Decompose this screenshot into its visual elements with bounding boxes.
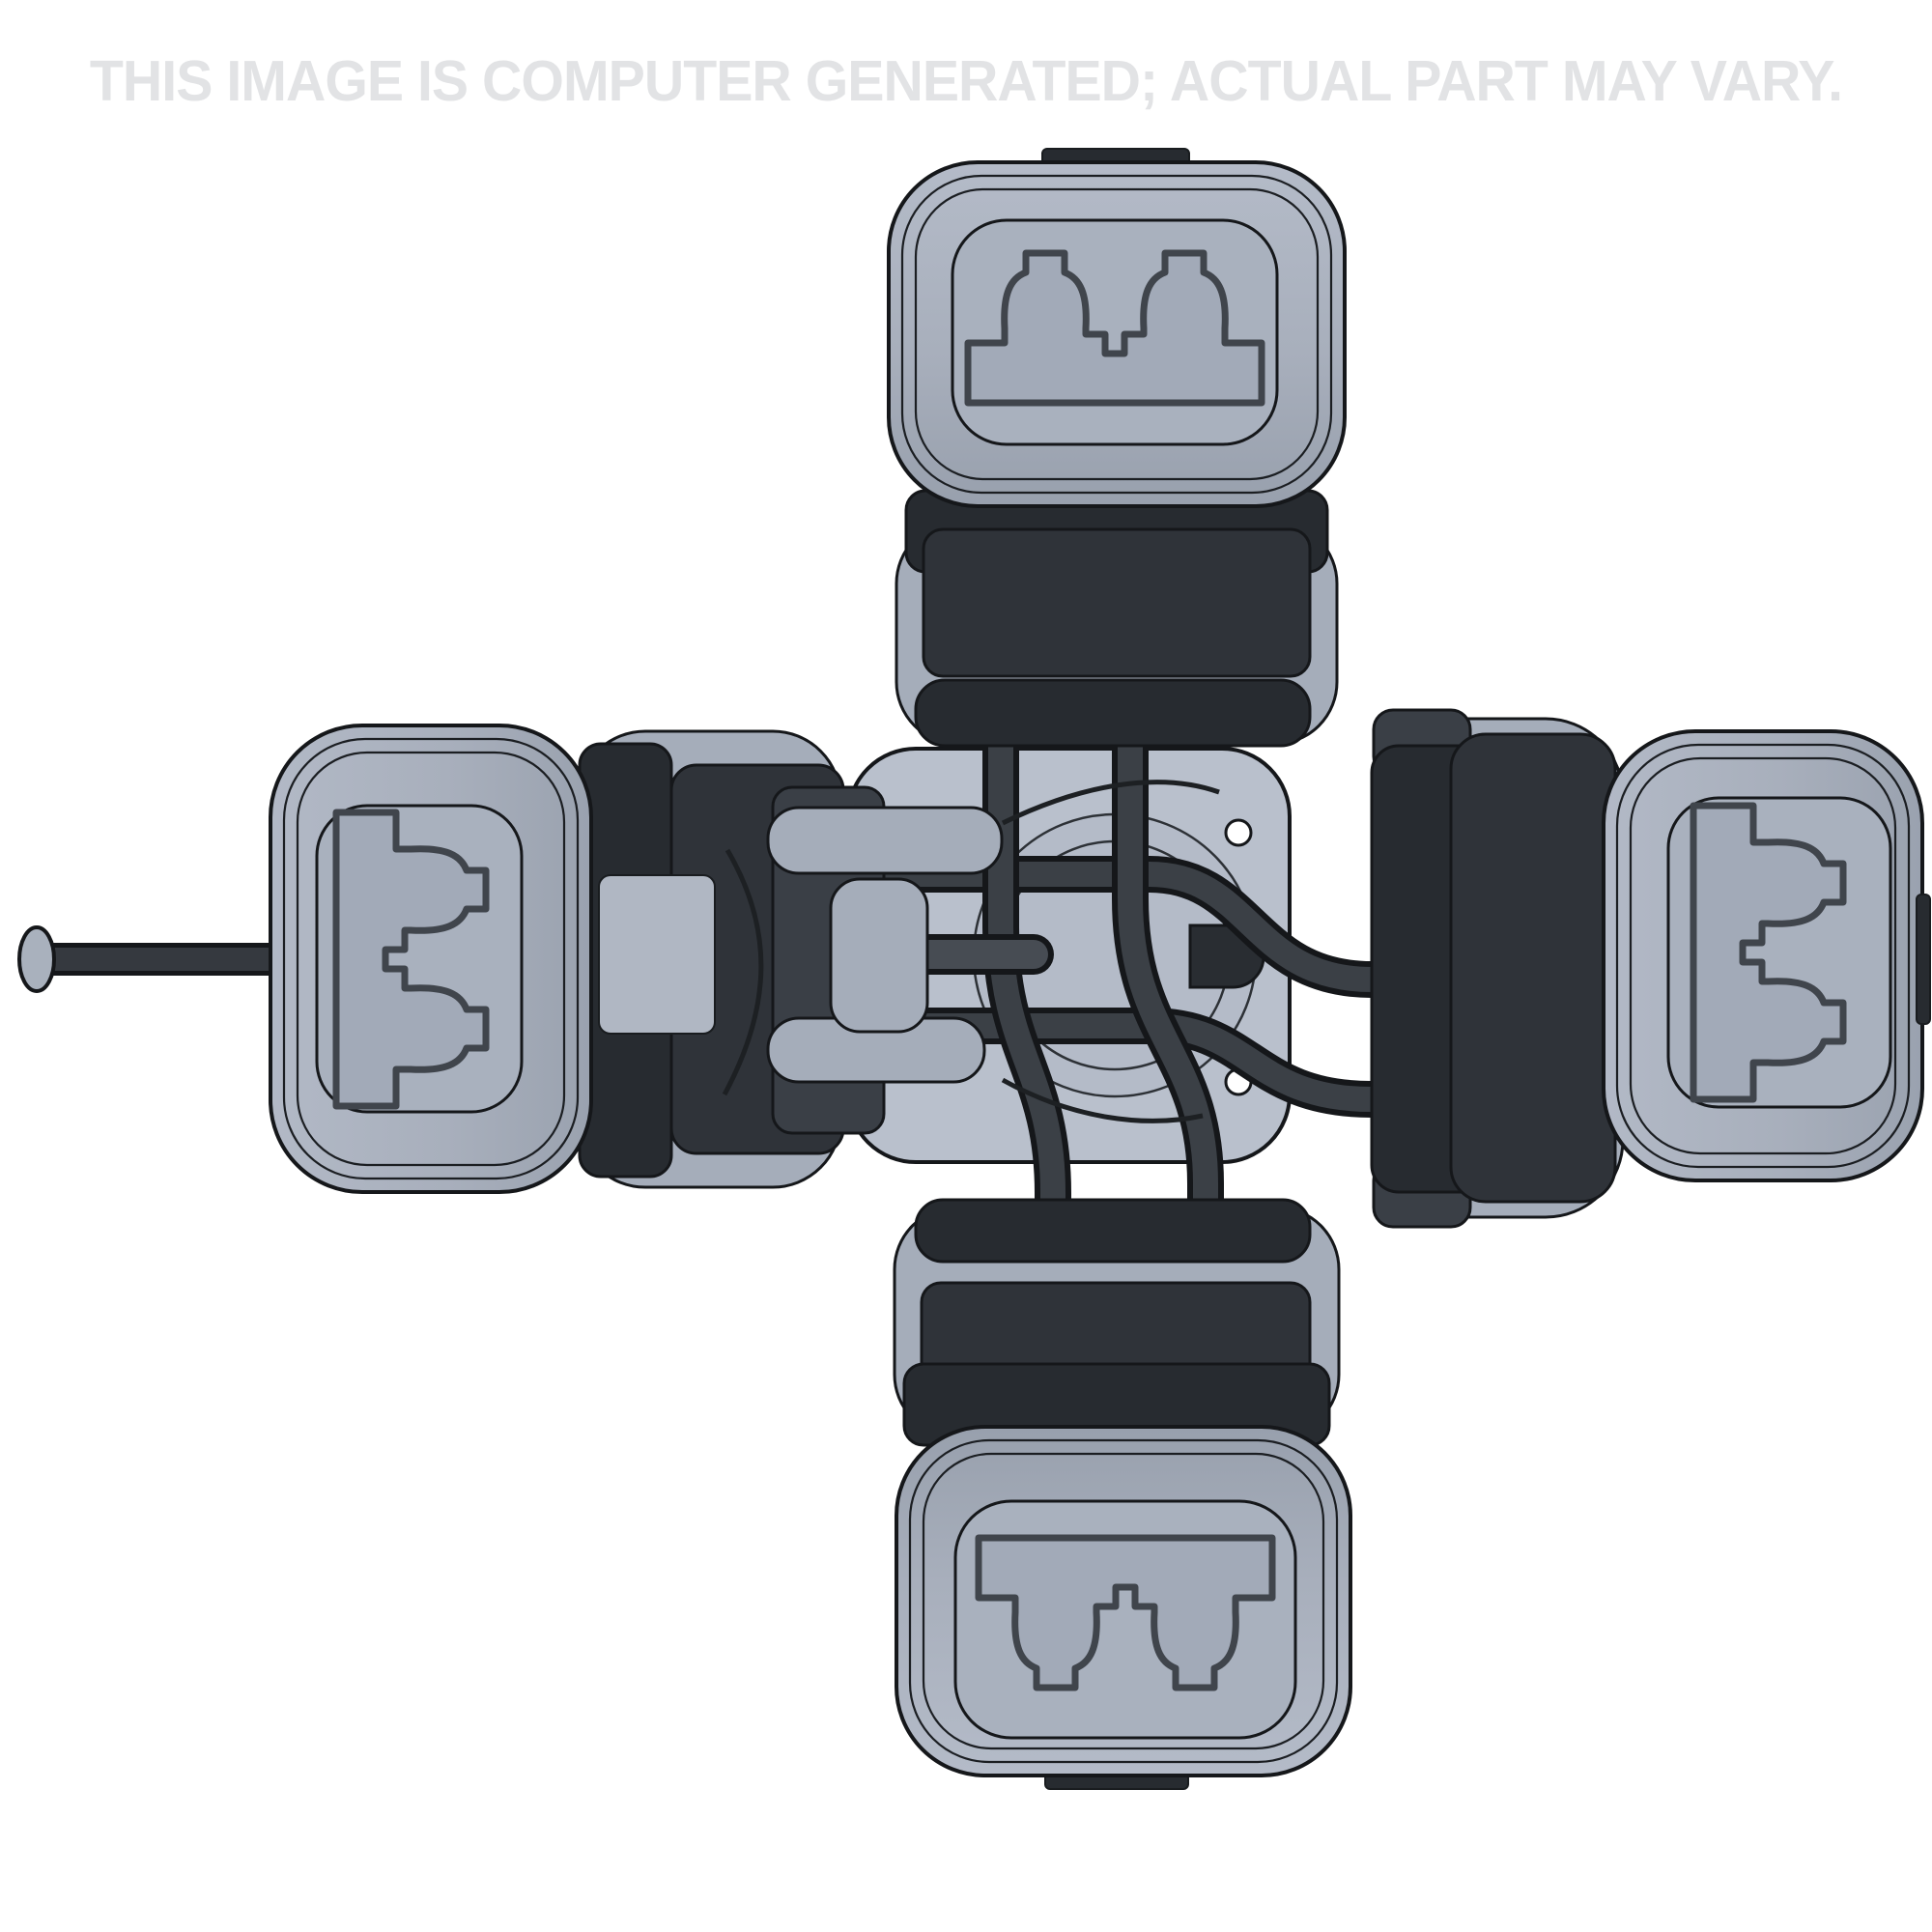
- left-face-ring-2: [296, 751, 566, 1167]
- rod-tip: [17, 925, 56, 993]
- bottom-face-ring-1: [908, 1438, 1339, 1764]
- bottom-face-ring-2: [922, 1452, 1325, 1750]
- tie-strap-top: [1001, 780, 1220, 826]
- left-connector: [269, 724, 1220, 1194]
- left-seal-panel: [598, 874, 716, 1035]
- watermark-text: THIS IMAGE IS COMPUTER GENERATED; ACTUAL…: [89, 49, 1843, 113]
- tie-strap-bottom: [1001, 1077, 1204, 1123]
- right-body: [1449, 732, 1617, 1204]
- wire-vertical-2-core: [1118, 706, 1218, 1266]
- left-face-ring-1: [282, 737, 580, 1180]
- mounting-hole-top: [1224, 818, 1253, 847]
- right-connector: [1370, 708, 1931, 1229]
- top-seal-face: [951, 218, 1279, 446]
- cpa-lock: [829, 877, 929, 1034]
- right-face-ring-1: [1615, 743, 1911, 1169]
- top-collar: [914, 678, 1312, 748]
- right-edge-tab: [1916, 894, 1931, 1025]
- top-connector: [887, 148, 1347, 748]
- top-face-ring-2: [914, 187, 1320, 481]
- left-harness-loop: [722, 848, 764, 1096]
- harness-wires: [648, 700, 1424, 1272]
- bottom-collar: [914, 1198, 1312, 1264]
- latch-bar-top: [766, 806, 1004, 875]
- wire-horizontal-a-core: [654, 862, 1418, 992]
- bottom-connector: [893, 1198, 1352, 1790]
- top-face-ring-1: [900, 174, 1333, 495]
- right-face-ring-2: [1629, 756, 1897, 1155]
- probe-rod: [17, 925, 290, 993]
- top-body: [922, 527, 1312, 678]
